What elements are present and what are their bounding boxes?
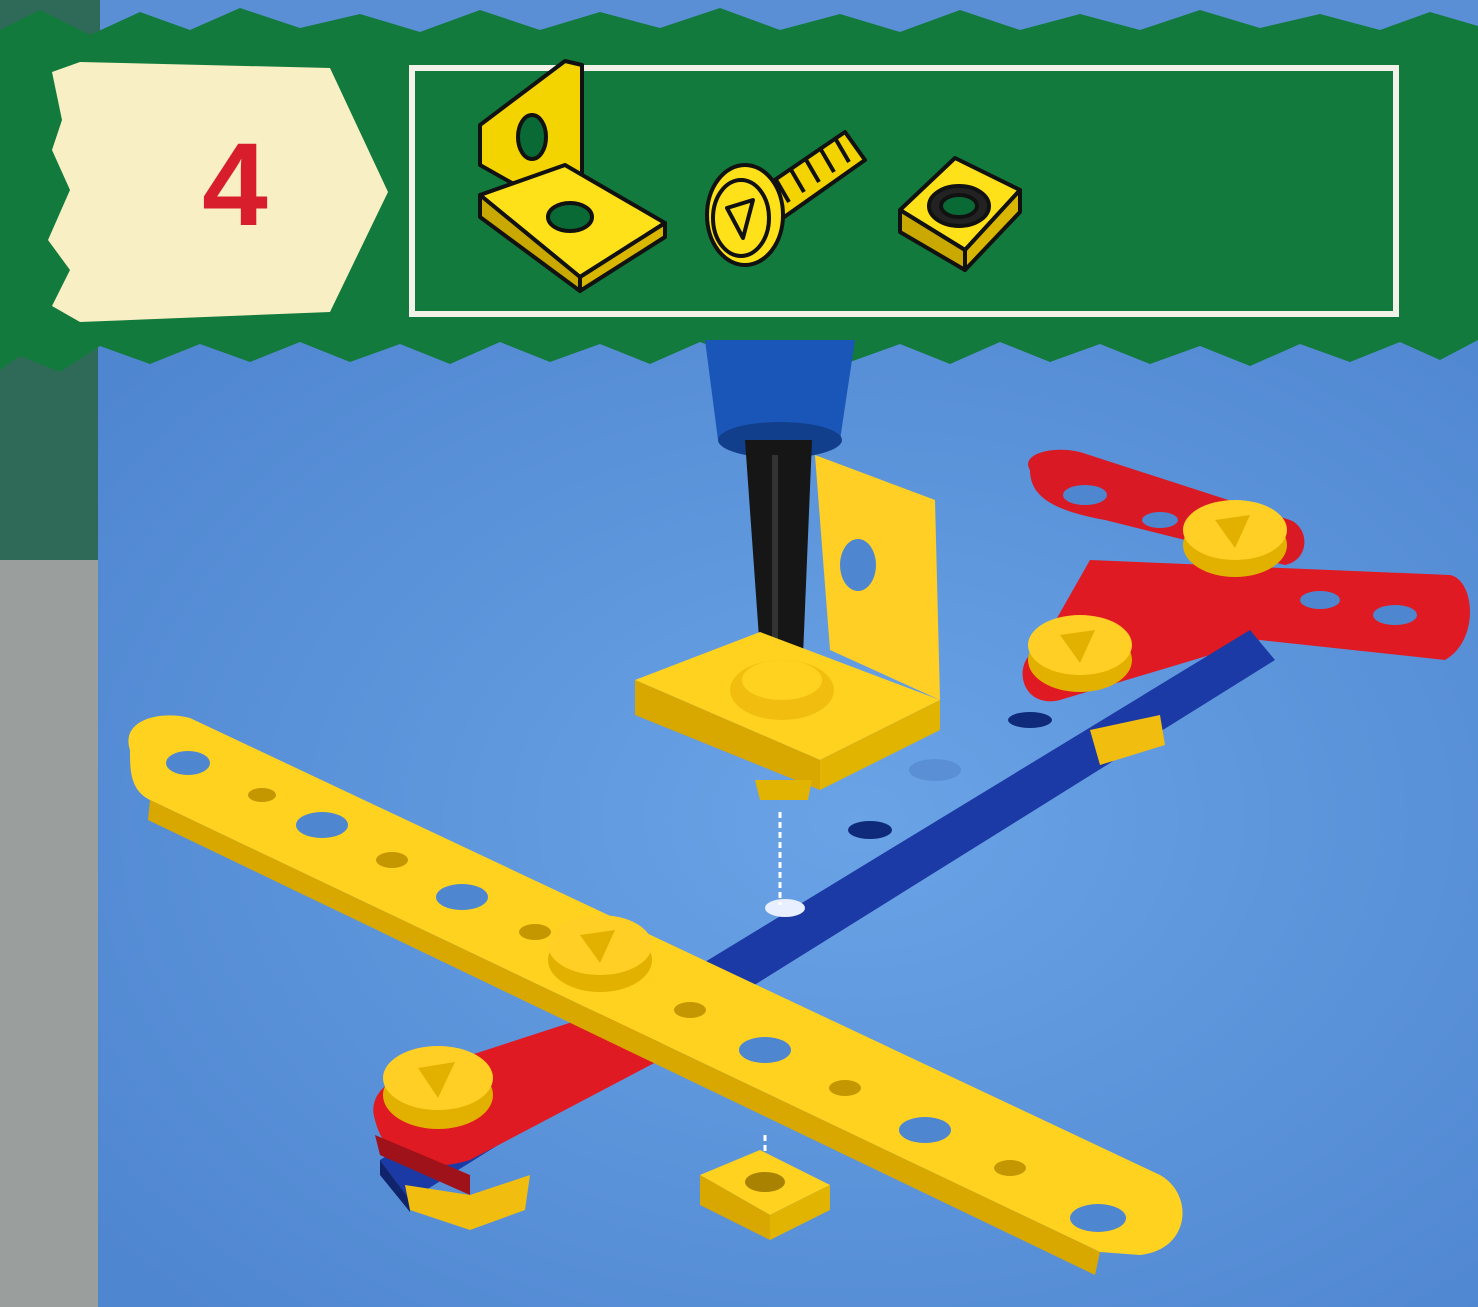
step-number: 4 bbox=[150, 120, 320, 250]
bolt-head-top-right bbox=[1183, 500, 1287, 577]
bolt-head-mid-right bbox=[1028, 615, 1132, 692]
bolt-head-left bbox=[383, 1046, 493, 1129]
bolt-head-center bbox=[548, 915, 652, 992]
